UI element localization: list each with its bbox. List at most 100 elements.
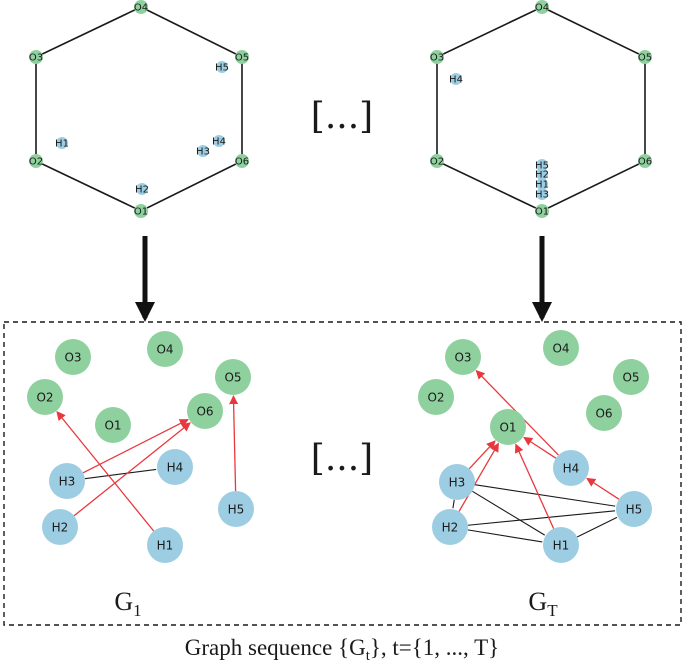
oxygen-atom-o6: O6: [638, 154, 652, 168]
node-h1: H1: [543, 527, 579, 563]
oxygen-node-circle: [27, 379, 63, 415]
node-label: H3: [449, 476, 466, 490]
node-label: O3: [454, 351, 471, 365]
oxygen-atom-o3: O3: [430, 50, 444, 64]
node-label: O5: [622, 371, 639, 385]
node-o5: O5: [613, 359, 649, 395]
figure-caption: Graph sequence {Gt}, t={1, ..., T}: [185, 635, 499, 664]
ellipsis-top: [...]: [311, 96, 373, 137]
oxygen-node-circle: [613, 359, 649, 395]
atom-label: H3: [535, 190, 549, 201]
edge-h3-h1: [472, 490, 546, 536]
atom-label: O1: [134, 207, 148, 218]
atom-label: O4: [134, 3, 148, 14]
node-o3: O3: [55, 339, 91, 375]
atom-label: H1: [55, 139, 69, 150]
hydrogen-atom-h2: H2: [135, 183, 149, 196]
node-o4: O4: [147, 331, 183, 367]
edge-h3-h2: [452, 499, 455, 509]
atom-label: H1: [535, 180, 549, 191]
node-label: H5: [626, 503, 643, 517]
oxygen-node-circle: [147, 331, 183, 367]
node-h2: H2: [42, 509, 78, 545]
hydrogen-atom-h5: H5: [215, 61, 229, 74]
hydrogen-circle: [213, 135, 225, 147]
hydrogen-node-circle: [147, 527, 183, 563]
oxygen-circle: [235, 154, 249, 168]
hydrogen-atom-h5: H5: [535, 159, 549, 172]
atom-label: O5: [638, 53, 652, 64]
oxygen-circle: [535, 204, 549, 218]
graph-label-gt: GT: [528, 587, 558, 620]
atom-label: O4: [535, 3, 549, 14]
node-h5: H5: [616, 491, 652, 527]
hydrogen-node-circle: [218, 491, 254, 527]
oxygen-circle: [29, 154, 43, 168]
directed-edge-h5-o5: [229, 395, 239, 492]
node-label: O6: [595, 407, 612, 421]
oxygen-node-circle: [445, 339, 481, 375]
edge-h2-h1: [467, 529, 543, 543]
oxygen-node-circle: [586, 395, 622, 431]
oxygen-atom-o5: O5: [235, 50, 249, 64]
node-o6: O6: [586, 395, 622, 431]
oxygen-atom-o2: O2: [29, 154, 43, 168]
oxygen-atom-o1: O1: [134, 204, 148, 218]
atom-label: O6: [235, 157, 249, 168]
oxygen-atom-o1: O1: [535, 204, 549, 218]
node-label: H5: [228, 503, 245, 517]
node-h2: H2: [432, 509, 468, 545]
atom-label: H4: [449, 75, 463, 86]
hydrogen-node-circle: [616, 491, 652, 527]
atom-label: H3: [196, 147, 210, 158]
oxygen-atom-o6: O6: [235, 154, 249, 168]
node-label: H2: [52, 521, 69, 535]
hydrogen-node-circle: [553, 450, 589, 486]
directed-edge-h3-o6: [82, 419, 189, 474]
node-o3: O3: [445, 339, 481, 375]
hydrogen-node-circle: [157, 449, 193, 485]
node-h4: H4: [553, 450, 589, 486]
ellipsis-bottom: [...]: [311, 438, 373, 479]
atom-label: H5: [215, 63, 229, 74]
oxygen-node-circle: [187, 393, 223, 429]
hydrogen-node-circle: [439, 464, 475, 500]
node-h4: H4: [157, 449, 193, 485]
oxygen-node-circle: [95, 407, 131, 443]
oxygen-atom-o2: O2: [430, 154, 444, 168]
atom-label: O3: [29, 53, 43, 64]
node-label: H1: [157, 539, 174, 553]
hydrogen-atom-h4: H4: [212, 135, 226, 148]
oxygen-circle: [134, 204, 148, 218]
node-h3: H3: [49, 463, 85, 499]
node-h3: H3: [439, 464, 475, 500]
hydrogen-node-circle: [432, 509, 468, 545]
node-label: H1: [553, 539, 570, 553]
hydrogen-atom-h2: H2: [535, 168, 549, 181]
node-label: O1: [104, 419, 121, 433]
node-h1: H1: [147, 527, 183, 563]
node-label: O4: [156, 343, 173, 357]
directed-edge-h5-h4: [586, 477, 620, 500]
edge-h3-h5: [474, 484, 616, 507]
oxygen-atom-o5: O5: [638, 50, 652, 64]
atom-label: O2: [29, 157, 43, 168]
node-label: O6: [196, 405, 213, 419]
hydrogen-circle: [536, 159, 548, 171]
node-label: O2: [36, 391, 53, 405]
atom-label: H2: [535, 170, 549, 181]
hydrogen-node-circle: [42, 509, 78, 545]
directed-edge-h4-o1: [523, 436, 557, 459]
node-label: H4: [563, 462, 580, 476]
hydrogen-circle: [536, 178, 548, 190]
node-o4: O4: [543, 330, 579, 366]
oxygen-circle: [430, 154, 444, 168]
oxygen-circle: [235, 50, 249, 64]
directed-edge-h2-o6: [73, 422, 191, 517]
hydrogen-circle: [536, 188, 548, 200]
node-label: O1: [499, 421, 516, 435]
